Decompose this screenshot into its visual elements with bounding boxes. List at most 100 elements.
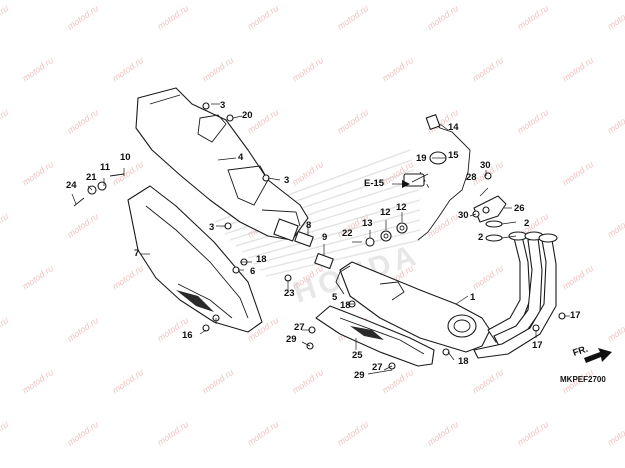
watermark-text: motod.ru	[425, 419, 460, 448]
front-direction-indicator: FR.	[572, 344, 612, 363]
callout-c28: 28	[466, 172, 477, 183]
callout-c6: 6	[250, 266, 255, 277]
watermark-text: motod.ru	[0, 107, 10, 136]
watermark-text: motod.ru	[0, 211, 10, 240]
callout-c2: 2	[524, 218, 529, 229]
watermark-text: motod.ru	[290, 367, 325, 396]
watermark-text: motod.ru	[110, 263, 145, 292]
callout-c18a: 18	[256, 254, 267, 265]
muffler-cover-part	[135, 87, 309, 242]
watermark-text: motod.ru	[20, 263, 55, 292]
callout-c13: 13	[362, 218, 373, 229]
callout-c3b: 3	[284, 175, 289, 186]
callout-c9: 9	[322, 232, 327, 243]
watermark-text: motod.ru	[65, 107, 100, 136]
watermark-text: motod.ru	[605, 211, 625, 240]
watermark-text: motod.ru	[65, 315, 100, 344]
callout-c19: 19	[416, 153, 427, 164]
watermark-text: motod.ru	[515, 419, 550, 448]
callout-c18c: 18	[458, 356, 469, 367]
watermark-text: motod.ru	[560, 263, 595, 292]
callout-c30b: 30	[458, 210, 469, 221]
callout-c2b: 2	[478, 232, 483, 243]
callout-c7: 7	[134, 248, 139, 259]
callout-c12b: 12	[396, 202, 407, 213]
watermark-text: motod.ru	[605, 315, 625, 344]
watermark-text: motod.ru	[290, 55, 325, 84]
callout-c30a: 30	[480, 160, 491, 171]
front-direction-label: FR.	[572, 344, 590, 359]
watermark-text: motod.ru	[335, 107, 370, 136]
watermark-layer: motod.ru motod.ru motod.ru motod.ru motod.ru…	[0, 3, 625, 448]
watermark-text: motod.ru	[515, 3, 550, 32]
watermark-text: motod.ru	[515, 107, 550, 136]
watermark-text: motod.ru	[560, 55, 595, 84]
watermark-text: motod.ru	[155, 3, 190, 32]
watermark-text: motod.ru	[245, 3, 280, 32]
watermark-text: motod.ru	[425, 3, 460, 32]
callout-c20: 20	[242, 110, 253, 121]
side-heat-shield-part	[127, 185, 263, 333]
watermark-text: motod.ru	[605, 3, 625, 32]
callout-c3a: 3	[220, 100, 225, 111]
watermark-text: motod.ru	[110, 367, 145, 396]
watermark-text: motod.ru	[155, 419, 190, 448]
leader-lines	[71, 103, 570, 375]
bracket-part	[473, 195, 507, 223]
watermark-text: motod.ru	[245, 419, 280, 448]
watermark-text: motod.ru	[605, 107, 625, 136]
callout-c29a: 29	[286, 334, 297, 345]
watermark-text: motod.ru	[335, 419, 370, 448]
callout-c24: 24	[66, 180, 77, 191]
callout-c5: 5	[332, 292, 338, 303]
callout-c26: 26	[514, 203, 525, 214]
watermark-text: motod.ru	[470, 55, 505, 84]
watermark-text: motod.ru	[20, 159, 55, 188]
callout-c27b: 27	[372, 362, 383, 373]
callout-c22: 22	[342, 228, 353, 239]
callout-c16: 16	[182, 330, 193, 341]
watermark-text: motod.ru	[560, 159, 595, 188]
callout-c3c: 3	[209, 222, 214, 233]
callout-c27a: 27	[294, 322, 305, 333]
lower-protector-part	[315, 305, 435, 367]
watermark-text: motod.ru	[65, 211, 100, 240]
watermark-text: motod.ru	[65, 419, 100, 448]
watermark-text: motod.ru	[470, 263, 505, 292]
watermark-text: motod.ru	[20, 367, 55, 396]
watermark-text: motod.ru	[470, 367, 505, 396]
callout-c25: 25	[352, 350, 363, 361]
watermark-text: motod.ru	[0, 3, 10, 32]
watermark-text: motod.ru	[380, 55, 415, 84]
front-arrow-icon	[584, 348, 612, 363]
callout-c18b: 18	[340, 300, 351, 311]
callout-c21: 21	[86, 172, 97, 183]
diagram-code: MKPEF2700	[560, 375, 606, 384]
callout-c14: 14	[448, 122, 459, 133]
callout-c29b: 29	[354, 370, 365, 381]
watermark-text: motod.ru	[110, 55, 145, 84]
watermark-text: motod.ru	[200, 55, 235, 84]
watermark-text: motod.ru	[0, 315, 10, 344]
callout-c23: 23	[284, 288, 295, 299]
watermark-text: motod.ru	[425, 211, 460, 240]
callout-c17b: 17	[532, 340, 543, 351]
reference-tag: E-15	[364, 178, 410, 189]
watermark-text: motod.ru	[0, 419, 10, 448]
callout-c8: 8	[306, 220, 311, 231]
callout-c15: 15	[448, 150, 459, 161]
callout-c10: 10	[120, 152, 131, 163]
watermark-text: motod.ru	[65, 3, 100, 32]
callout-c12a: 12	[380, 207, 391, 218]
watermark-text: motod.ru	[605, 419, 625, 448]
reference-tag-text: E-15	[364, 178, 385, 189]
callout-c1: 1	[470, 292, 476, 303]
watermark-text: motod.ru	[200, 367, 235, 396]
watermark-text: motod.ru	[110, 159, 145, 188]
callout-c4: 4	[238, 152, 244, 163]
watermark-text: motod.ru	[335, 3, 370, 32]
callout-c11: 11	[100, 162, 111, 173]
watermark-text: motod.ru	[20, 55, 55, 84]
